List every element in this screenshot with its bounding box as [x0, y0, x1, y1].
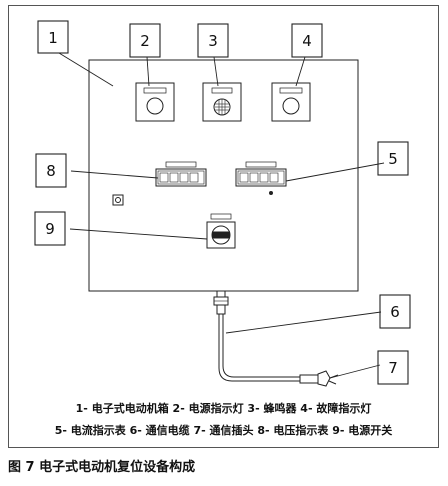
power-indicator-lamp: [135, 82, 175, 122]
callout-4: 4: [302, 32, 312, 50]
callout-8: 8: [46, 162, 56, 180]
figure-caption: 图 7 电子式电动机复位设备构成: [8, 460, 196, 475]
mounting-dot: [269, 191, 273, 195]
voltage-meter: [155, 161, 207, 187]
communication-plug: [299, 370, 339, 387]
callout-8-box: [35, 153, 67, 188]
callout-3: 3: [208, 32, 218, 50]
callout-7: 7: [388, 359, 398, 377]
terminal-screw: [112, 194, 124, 206]
buzzer: [202, 82, 242, 122]
fault-indicator-lamp: [271, 82, 311, 122]
callout-1-box: [37, 20, 69, 54]
figure-frame: [8, 5, 439, 448]
power-switch: [206, 213, 236, 249]
callout-9-box: [34, 211, 66, 246]
callout-5: 5: [388, 150, 398, 168]
legend-line-1: 1- 电子式电动机箱 2- 电源指示灯 3- 蜂鸣器 4- 故障指示灯: [75, 402, 372, 415]
callout-1: 1: [48, 29, 58, 47]
current-meter: [235, 161, 287, 187]
callout-9: 9: [45, 220, 55, 238]
callout-numbers: 1 2 3 4 5 6 7 8 9: [45, 29, 400, 377]
legend-line-2: 5- 电流指示表 6- 通信电缆 7- 通信插头 8- 电压指示表 9- 电源开…: [54, 424, 393, 437]
callout-2: 2: [140, 32, 150, 50]
communication-cable: [213, 290, 300, 382]
callout-6-box: [379, 294, 411, 329]
callout-2-box: [129, 23, 161, 58]
callout-4-box: [291, 23, 323, 58]
leader-lines: [58, 52, 385, 379]
callout-6: 6: [390, 303, 400, 321]
callout-5-box: [377, 141, 409, 176]
callout-3-box: [197, 23, 229, 58]
callout-7-box: [377, 350, 409, 385]
callout-boxes: [34, 20, 411, 385]
